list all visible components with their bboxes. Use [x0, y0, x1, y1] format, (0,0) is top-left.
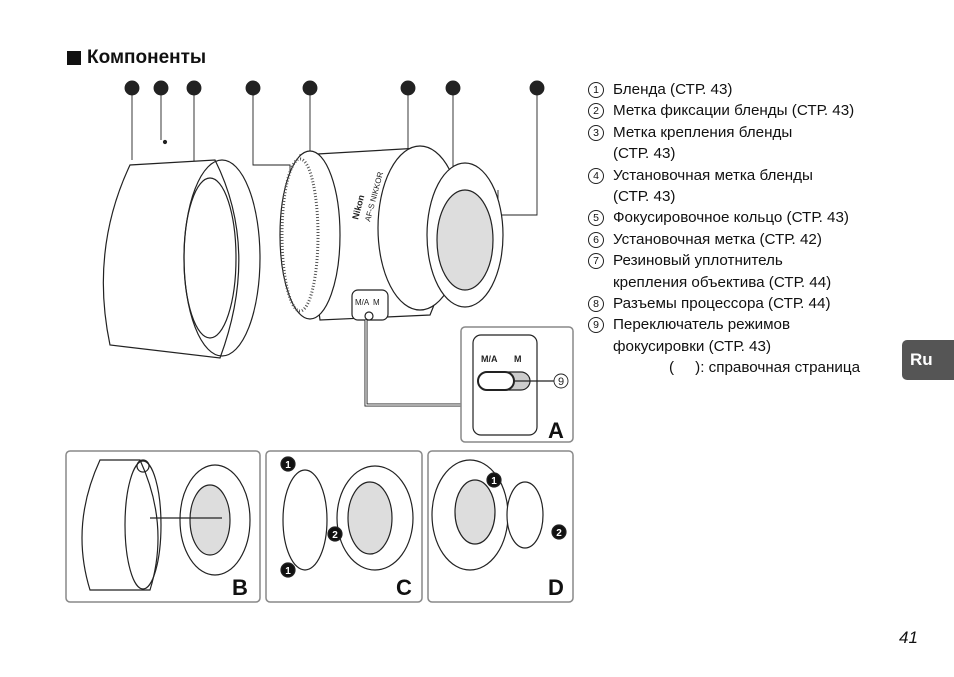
legend-item: 8 Разъемы процессора (СТР. 44): [588, 293, 898, 314]
lens-hood-drawing: [102, 139, 261, 359]
heading-text: Компоненты: [87, 47, 207, 68]
legend-item: 9 Переключатель режимов: [588, 314, 898, 335]
svg-text:M/A: M/A: [481, 354, 498, 364]
callout-4: 4: [245, 80, 261, 96]
legend-item: 3 Метка крепления бленды: [588, 122, 898, 143]
svg-text:C: C: [396, 575, 412, 600]
legend-item: (СТР. 43): [588, 186, 898, 207]
indent-spacer: [588, 272, 613, 293]
legend-item: 6 Установочная метка (СТР. 42): [588, 229, 898, 250]
legend-item: 1 Бленда (СТР. 43): [588, 79, 898, 100]
callout-numbers: 1 2 3 4 5 6 7 8: [124, 80, 545, 96]
callout-number-icon: 3: [588, 124, 604, 141]
svg-text:7: 7: [450, 83, 456, 95]
legend-text: Фокусировочное кольцо (СТР. 43): [613, 209, 849, 227]
panel-b: B: [65, 450, 261, 603]
legend-text: Метка крепления бленды: [613, 123, 793, 141]
svg-text:6: 6: [405, 83, 411, 95]
legend-text: (СТР. 43): [613, 188, 676, 206]
svg-text:M: M: [514, 354, 522, 364]
lens-drawing: Nikon AF-S NIKKOR M/A M: [279, 145, 504, 321]
page-number: 41: [899, 628, 918, 647]
callout-number-icon: 1: [588, 82, 604, 98]
svg-text:M/A: M/A: [355, 298, 370, 307]
legend-text: Переключатель режимов: [613, 316, 791, 334]
svg-text:2: 2: [332, 530, 338, 541]
legend-text: Бленда (СТР. 43): [613, 81, 733, 98]
lens-components-figure: 1 2 3 4 5 6 7 8: [65, 80, 574, 603]
panel-d: 1 2 D: [427, 450, 574, 603]
panel-c: 1 1 2 C: [265, 450, 423, 603]
callout-number-icon: 2: [588, 103, 604, 120]
svg-text:8: 8: [534, 83, 540, 95]
callout-number-icon: 5: [588, 210, 604, 227]
svg-text:2: 2: [158, 83, 164, 95]
svg-text:2: 2: [556, 528, 562, 539]
legend-item: крепления объектива (СТР. 44): [588, 272, 898, 293]
legend-item: 7 Резиновый уплотнитель: [588, 250, 898, 271]
callout-9: 9: [553, 373, 569, 389]
callout-number-icon: 9: [588, 317, 604, 334]
svg-text:3: 3: [191, 83, 197, 95]
svg-text:1: 1: [491, 476, 497, 487]
callout-number-icon: 4: [588, 167, 604, 184]
callout-number-icon: 8: [588, 296, 604, 313]
svg-text:1: 1: [129, 83, 135, 95]
legend-item: (СТР. 43): [588, 143, 898, 164]
legend-text: фокусировки (СТР. 43): [613, 337, 772, 355]
svg-text:4: 4: [250, 83, 256, 95]
reference-note: ( ): справочная страница: [669, 359, 861, 377]
legend-text: (СТР. 43): [613, 145, 676, 163]
svg-text:1: 1: [285, 566, 291, 577]
legend-text: Установочная метка бленды: [613, 166, 813, 184]
indent-spacer: [588, 186, 613, 207]
svg-text:M: M: [373, 298, 380, 307]
callout-2: 2: [153, 80, 169, 96]
callout-3: 3: [186, 80, 202, 96]
legend-text: Установочная метка (СТР. 42): [613, 230, 822, 248]
svg-text:D: D: [548, 575, 564, 600]
section-heading: Компоненты: [67, 47, 206, 69]
callout-7: 7: [445, 80, 461, 96]
legend-item: фокусировки (СТР. 43): [588, 336, 898, 357]
legend-text: Метка фиксации бленды (СТР. 43): [613, 102, 855, 120]
callout-5: 5: [302, 80, 318, 96]
svg-text:5: 5: [307, 83, 313, 95]
square-bullet-icon: [67, 51, 81, 65]
svg-text:9: 9: [558, 376, 564, 388]
callout-1: 1: [124, 80, 140, 96]
svg-text:A: A: [548, 418, 564, 443]
callout-6: 6: [400, 80, 416, 96]
callout-number-icon: 7: [588, 253, 604, 270]
svg-text:1: 1: [285, 460, 291, 471]
component-legend: 1 Бленда (СТР. 43) 2 Метка фиксации бленды …: [588, 79, 898, 379]
indent-spacer: [588, 143, 613, 164]
callout-8: 8: [529, 80, 545, 96]
legend-item: 2 Метка фиксации бленды (СТР. 43): [588, 100, 898, 121]
legend-text: Резиновый уплотнитель: [613, 252, 783, 270]
svg-text:B: B: [232, 575, 248, 600]
legend-item: 4 Установочная метка бленды: [588, 165, 898, 186]
legend-text: Разъемы процессора (СТР. 44): [613, 295, 831, 313]
legend-text: крепления объектива (СТР. 44): [613, 273, 832, 291]
legend-item: 5 Фокусировочное кольцо (СТР. 43): [588, 207, 898, 228]
language-tab: Ru: [902, 340, 954, 380]
callout-number-icon: 6: [588, 231, 604, 248]
indent-spacer: [588, 336, 613, 357]
inset-a: M/A M A: [460, 326, 574, 443]
